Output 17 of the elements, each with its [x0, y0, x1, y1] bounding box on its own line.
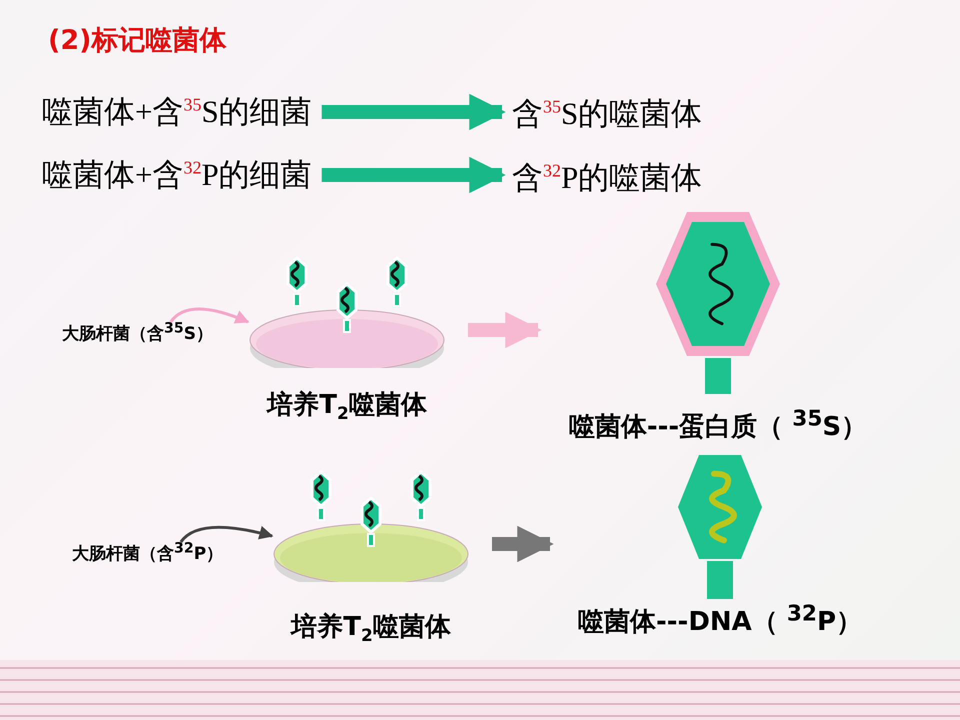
bacteria-label: 大肠杆菌（含$^{32}$P） [72, 542, 224, 566]
arrow [468, 312, 542, 348]
bacteria-label: 大肠杆菌（含$^{35}$S） [62, 322, 213, 346]
equation-text: 噬菌体+含$^{32}$P的细菌 [42, 155, 312, 195]
phage-caption: 噬菌体---蛋白质（ $^{35}$S） [568, 410, 868, 444]
result-text: 含$^{35}$S的噬菌体 [512, 94, 702, 134]
slide-title: (2)标记噬菌体 [48, 24, 226, 58]
arrow [322, 94, 506, 130]
arrow [322, 156, 506, 194]
dish-caption: 培养T$_{2}$噬菌体 [265, 389, 428, 426]
dish-caption: 培养T$_{2}$噬菌体 [289, 611, 452, 648]
phage-caption: 噬菌体---DNA（ $^{32}$P） [576, 605, 864, 639]
result-text: 含$^{32}$P的噬菌体 [512, 158, 702, 198]
equation-text: 噬菌体+含$^{35}$S的细菌 [42, 92, 312, 132]
arrow [492, 526, 554, 562]
arrow [170, 308, 250, 324]
arrow [180, 526, 274, 543]
